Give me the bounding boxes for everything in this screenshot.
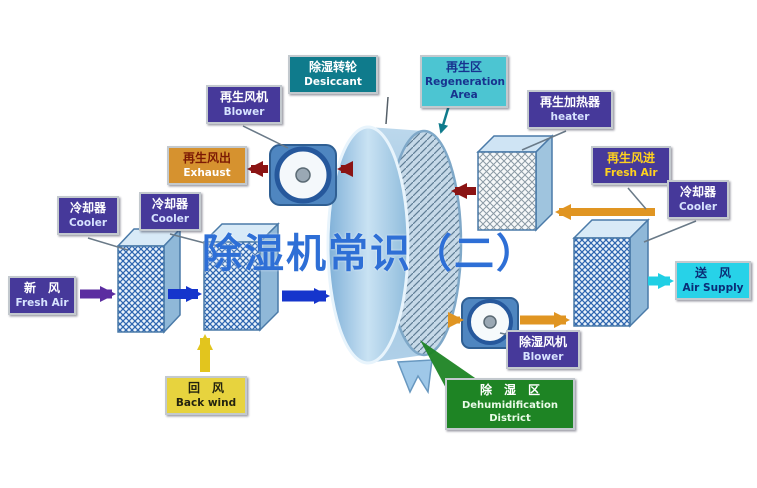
- regen-air-out-zh: 再生风出: [182, 151, 231, 165]
- page-title: 除湿机常识（二）: [202, 231, 538, 277]
- regen-air-in-en: Fresh Air: [604, 166, 658, 179]
- dehumid-district-zh: 除 湿 区: [479, 383, 540, 397]
- fresh-air-in-en: Fresh Air: [15, 296, 69, 309]
- wheel-front-face: [326, 125, 410, 365]
- return-air-zh: 回 风: [187, 381, 224, 395]
- label-cooler-left: 冷却器 Cooler: [57, 196, 119, 236]
- cooler-left-zh: 冷却器: [69, 201, 106, 215]
- label-fresh-air-in: 新 风 Fresh Air: [8, 276, 76, 316]
- connector-heater: [521, 130, 567, 151]
- cooler-box-right: [572, 218, 650, 328]
- dehumid-district-en: Dehumidification District: [461, 399, 559, 424]
- air-supply-zh: 送 风: [694, 266, 731, 280]
- label-dehumid-district: 除 湿 区 Dehumidification District: [445, 378, 575, 430]
- label-regen-heater: 再生加热器 heater: [527, 90, 613, 130]
- desiccant-wheel: [326, 125, 463, 395]
- cooler-mid-en: Cooler: [150, 212, 190, 225]
- regen-air-in-zh: 再生风进: [606, 151, 655, 165]
- regeneration-area-zh: 再生区: [445, 60, 482, 74]
- label-regeneration-area: 再生区 Regeneration Area: [420, 55, 508, 108]
- cooler-left-en: Cooler: [68, 216, 108, 229]
- return-air-en: Back wind: [175, 396, 237, 409]
- heater-box: [476, 134, 554, 232]
- regen-blower-en: Blower: [223, 105, 265, 118]
- regen-heater-en: heater: [550, 110, 590, 123]
- desiccant-wheel-en: Desiccant: [304, 75, 362, 88]
- regen-heater-zh: 再生加热器: [539, 95, 600, 109]
- supply-blower-zh: 除湿风机: [518, 335, 567, 349]
- desiccant-wheel-zh: 除湿转轮: [308, 60, 357, 74]
- supply-blower-en: Blower: [522, 350, 564, 363]
- cooler-box-middle: [202, 222, 280, 332]
- fresh-air-in-zh: 新 风: [23, 281, 60, 295]
- connector-cooler-right: [643, 220, 697, 243]
- connector-desiccant-label: [385, 96, 389, 125]
- regen-blower-zh: 再生风机: [219, 90, 268, 104]
- cooler-right-zh: 冷却器: [679, 185, 716, 199]
- label-cooler-mid: 冷却器 Cooler: [139, 192, 201, 232]
- regeneration-area-en: Regeneration Area: [425, 75, 506, 102]
- supply-fan: [461, 297, 519, 349]
- label-supply-blower: 除湿风机 Blower: [506, 330, 580, 370]
- regen-air-out-en: Exhaust: [183, 166, 231, 179]
- label-air-supply: 送 风 Air Supply: [675, 261, 751, 301]
- regen-fan: [269, 144, 337, 206]
- connector-regen-blower: [242, 125, 289, 149]
- cooler-right-en: Cooler: [678, 200, 718, 213]
- connector-regen-air-in: [627, 187, 647, 210]
- label-return-air: 回 风 Back wind: [165, 376, 247, 416]
- label-desiccant-wheel: 除湿转轮 Desiccant: [288, 55, 378, 95]
- label-regen-blower: 再生风机 Blower: [206, 85, 282, 125]
- label-regen-air-in: 再生风进 Fresh Air: [591, 146, 671, 186]
- connector-cooler-mid: [169, 233, 217, 247]
- wheel-ribbon: [396, 359, 433, 395]
- label-cooler-right: 冷却器 Cooler: [667, 180, 729, 220]
- cooler-mid-zh: 冷却器: [151, 197, 188, 211]
- label-regen-air-out: 再生风出 Exhaust: [167, 146, 247, 186]
- air-supply-en: Air Supply: [682, 281, 744, 294]
- connector-cooler-left: [87, 237, 129, 251]
- cooler-box-left: [116, 227, 182, 334]
